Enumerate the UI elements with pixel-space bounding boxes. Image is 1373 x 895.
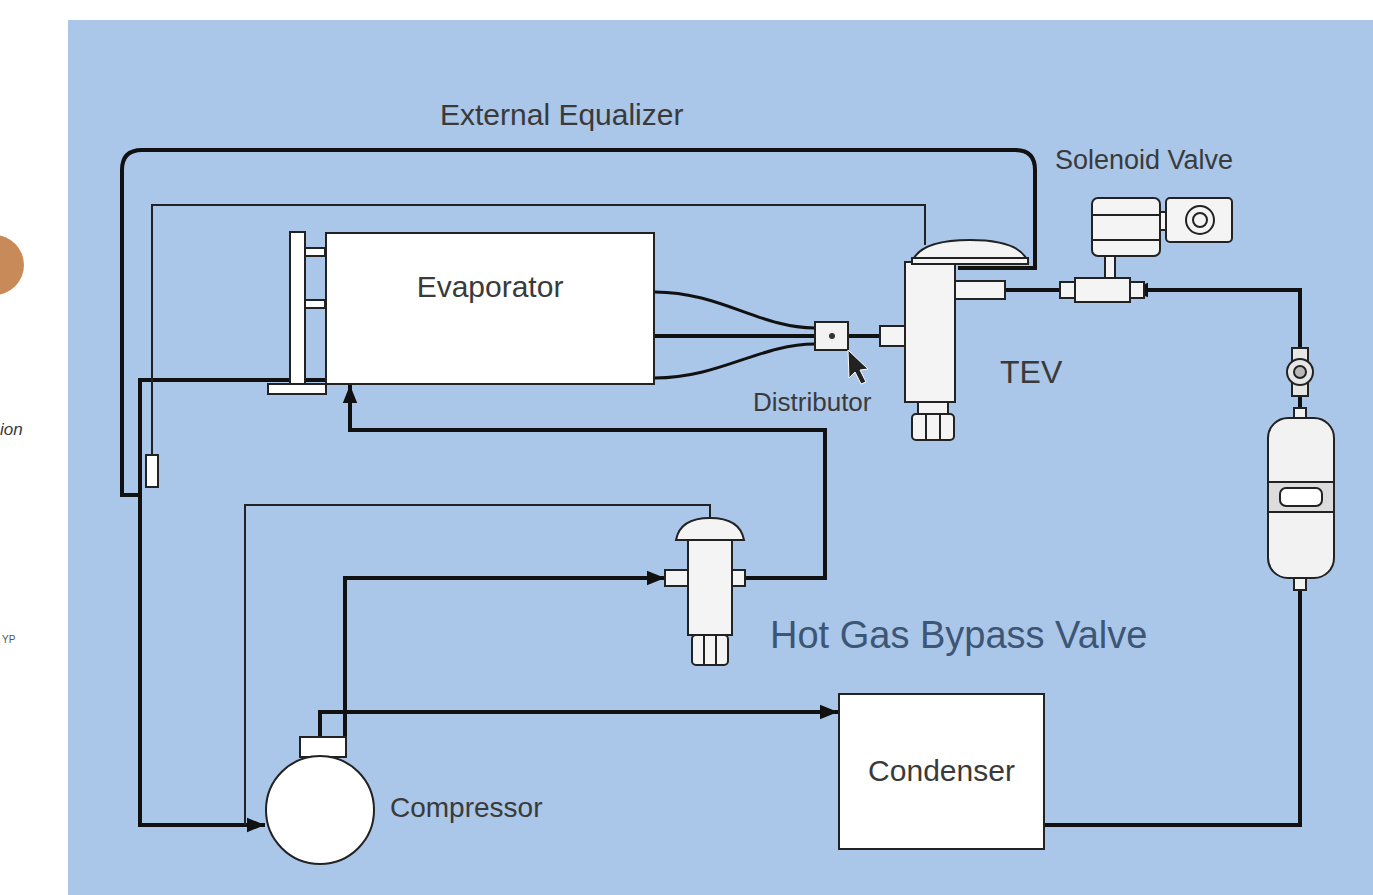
evaporator-box: Evaporator: [325, 232, 655, 385]
solenoid-valve: Solenoid Valve: [1075, 275, 1130, 305]
node-label: Solenoid Valve: [1055, 145, 1233, 176]
hot-gas-bypass-valve-part: [692, 635, 728, 665]
hot-gas-bypass-valve-part: [665, 570, 690, 586]
filter-drier: [1268, 408, 1334, 590]
tev-valve-part: [912, 414, 954, 440]
evaporator-header-part: [290, 232, 305, 392]
cut-off-text: ion: [0, 420, 23, 440]
solenoid-valve-part: [1092, 214, 1160, 216]
refrigerant-line: [1045, 290, 1300, 825]
cut-off-icon: [0, 235, 24, 295]
bulb-capillary-part: [152, 205, 925, 455]
node-label: Condenser: [868, 754, 1015, 789]
refrigerant-line: [320, 712, 838, 755]
hot-gas-bypass-valve-part: [703, 635, 705, 665]
filter-drier-part: [1280, 488, 1322, 506]
hot-gas-bypass-valve-part: [688, 540, 732, 635]
compressor-outline: [265, 755, 375, 865]
sensing-bulb: [146, 455, 158, 487]
tev-valve-part: [925, 414, 927, 440]
bulb-capillary: [152, 205, 925, 455]
diagram-panel: [68, 20, 1373, 895]
refrigerant-line: [345, 578, 665, 755]
evaporator-header-part: [305, 300, 325, 308]
node-label: TEV: [1000, 354, 1062, 391]
tev-valve-part: [939, 414, 941, 440]
tev-valve-part: [918, 402, 948, 414]
compressor-circle: Compressor: [265, 755, 375, 865]
solenoid-valve-part: [1166, 198, 1232, 242]
solenoid-valve-part: [1092, 239, 1160, 241]
compressor-head-part: [300, 737, 346, 757]
tev-valve: [880, 240, 1028, 440]
solenoid-valve: [1060, 198, 1232, 302]
line-label: External Equalizer: [440, 98, 683, 133]
compressor-head: [300, 737, 346, 757]
tev-valve-part: [905, 262, 955, 402]
solenoid-valve-part: [1186, 206, 1214, 234]
node-label: Compressor: [390, 792, 542, 824]
node-label: Hot Gas Bypass Valve: [770, 614, 1147, 658]
tev-valve-part: [880, 326, 905, 346]
tev-valve-part: [955, 281, 1005, 299]
distributor-body: [815, 322, 848, 350]
refrigerant-line: [655, 334, 815, 338]
filter-drier-part: [1294, 578, 1306, 590]
sight-glass: [1287, 348, 1313, 396]
distributor-body-part: [829, 333, 835, 339]
pointer-arrow: [848, 350, 868, 384]
tev-valve-part: [912, 258, 1028, 264]
external-equalizer-line-part: [122, 150, 1035, 495]
filter-drier-part: [1268, 418, 1334, 578]
solenoid-valve-part: [1130, 282, 1144, 298]
sight-glass-part: [1287, 359, 1313, 385]
solenoid-valve-part: [1193, 213, 1207, 227]
solenoid-valve-part: [1105, 255, 1115, 278]
hot-gas-bypass-valve-part: [676, 518, 744, 540]
evaporator-header-part: [268, 384, 326, 394]
hot-gas-bypass-valve: [665, 518, 745, 665]
distributor-tubes-part: [655, 292, 815, 328]
hot-gas-bypass-valve-part: [715, 635, 717, 665]
distributor-body-part: [815, 322, 848, 350]
pointer-arrow-part: [848, 350, 868, 384]
evaporator-header: [268, 232, 326, 394]
solenoid-valve-part: [1075, 278, 1130, 302]
expansion-valve: TEV: [905, 262, 955, 437]
bypass-valve: Hot Gas Bypass Valve: [665, 556, 745, 600]
sight-glass-part: [1294, 366, 1306, 378]
external-equalizer-line: [122, 150, 1035, 495]
cut-off-text: YP: [2, 634, 15, 646]
node-label: Distributor: [753, 388, 871, 418]
solenoid-valve-part: [1092, 198, 1160, 256]
sensing-bulb-part: [146, 455, 158, 487]
compressor-outline: [266, 756, 374, 864]
solenoid-valve-part: [1060, 282, 1075, 298]
distributor-part: Distributor: [815, 322, 848, 350]
distributor-tubes: [655, 292, 815, 378]
distributor-tubes-part: [655, 344, 815, 378]
refrigerant-line: [140, 380, 325, 825]
condenser-box: Condenser: [838, 693, 1045, 850]
node-label: Evaporator: [417, 270, 564, 305]
evaporator-header-part: [305, 248, 325, 256]
sight-glass-part: [1292, 348, 1308, 396]
filter-drier-part: [1268, 482, 1334, 512]
